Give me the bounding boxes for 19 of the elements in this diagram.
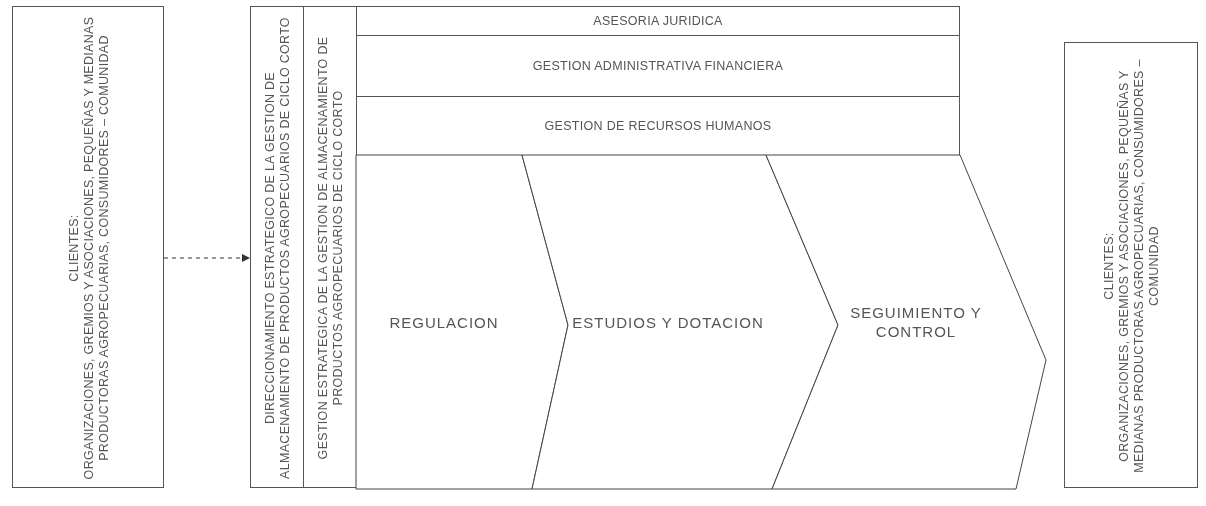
label-text: ORGANIZACIONES, GREMIOS Y ASOCIACIONES, PEQUEÑAS Y MEDIANAS PRODUCTORAS AGROPECUARIAS, CONSUMIDORES – COMUNIDAD	[81, 15, 112, 481]
label-text: GESTION ESTRATEGICA DE LA GESTION DE ALMACENAMIENTO DE PRODUCTOS AGROPECUARIOS DE CICLO CORTO	[316, 35, 346, 462]
dashed-arrow	[163, 253, 251, 263]
strategy-column	[303, 6, 357, 488]
label-text: ORGANIZACIONES, GREMIOS Y ASOCIACIONES, PEQUEÑAS Y MEDIANAS PRODUCTORAS AGROPECUARIAS, CONSUMIDORES – COMUNIDAD	[1117, 58, 1162, 475]
label-text: ASESORIA JURIDICA	[593, 13, 723, 29]
label-text: ESTUDIOS Y DOTACION	[572, 312, 764, 332]
client-box	[12, 6, 164, 488]
label-text: SEGUIMIENTO Y CONTROL	[849, 303, 983, 341]
client-box	[1064, 42, 1198, 488]
support-process-row	[356, 6, 960, 36]
heading-text: CLIENTES:	[66, 214, 82, 282]
label-text: DIRECCIONAMIENTO ESTRATEGICO DE LA GESTION DE ALMACENAMIENTO DE PRODUCTOS AGROPECUARIOS DE CICLO CORTO	[263, 16, 293, 481]
value-chain-stage	[766, 155, 1046, 489]
strategy-column	[250, 6, 304, 488]
value-chain-stage	[522, 155, 838, 489]
label-text: GESTION ADMINISTRATIVA FINANCIERA	[532, 58, 784, 74]
heading-text: CLIENTES:	[1102, 232, 1117, 300]
label-text: GESTION DE RECURSOS HUMANOS	[544, 118, 772, 134]
